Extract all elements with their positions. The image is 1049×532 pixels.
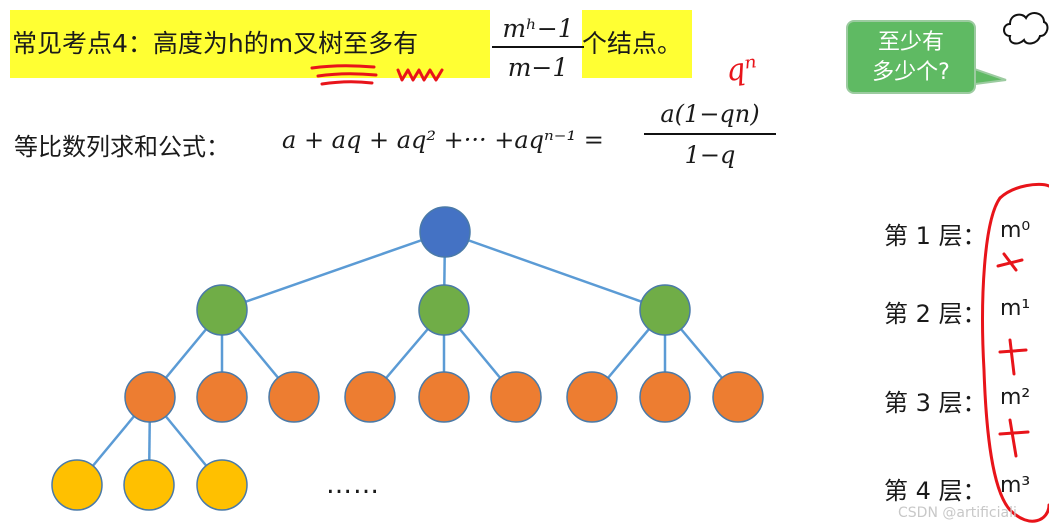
- wavy-mark: [398, 70, 442, 80]
- underline-mark: [312, 66, 374, 68]
- levels-loop: [1000, 184, 1049, 198]
- watermark: CSDN @artificiali: [898, 505, 1017, 521]
- underline-mark: [322, 82, 372, 84]
- handwritten-qn: qⁿ: [724, 50, 760, 89]
- plus-mark: [998, 254, 1022, 270]
- levels-loop: [983, 198, 1049, 521]
- plus-mark: [1000, 340, 1026, 374]
- underline-mark: [318, 74, 376, 76]
- plus-mark: [1000, 420, 1028, 456]
